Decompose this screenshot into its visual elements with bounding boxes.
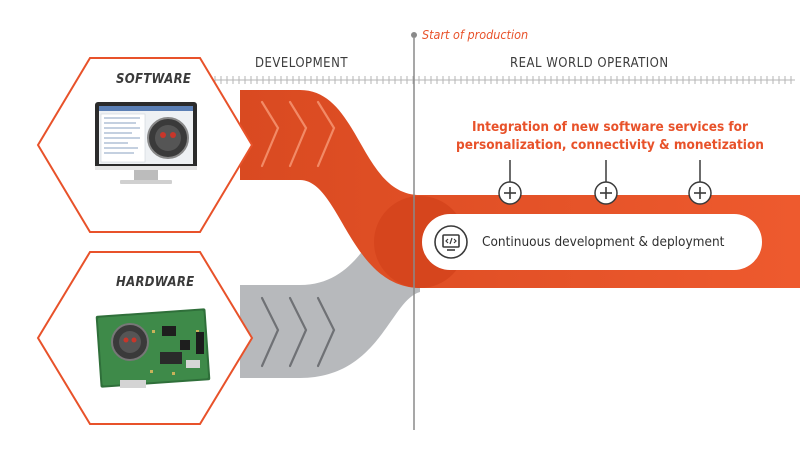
production-marker	[411, 32, 417, 38]
phase-real-world-operation: REAL WORLD OPERATION	[510, 56, 669, 71]
software-chevrons	[260, 100, 336, 168]
continuous-pill	[422, 214, 762, 270]
continuous-label: Continuous development & deployment	[482, 234, 725, 250]
hardware-label: HARDWARE	[116, 275, 195, 290]
circuit-board-icon	[95, 308, 211, 388]
software-label: SOFTWARE	[116, 72, 192, 87]
integration-line-1: Integration of new software services for	[471, 119, 749, 135]
code-refresh-icon	[434, 225, 468, 259]
plus-icon	[594, 160, 618, 205]
hardware-chevrons	[260, 296, 336, 368]
phase-development: DEVELOPMENT	[255, 56, 348, 71]
plus-icon	[688, 160, 712, 205]
integration-line-2: personalization, connectivity & monetiza…	[456, 137, 764, 153]
integration-text: Integration of new software services for…	[440, 118, 780, 154]
start-of-production-label: Start of production	[422, 27, 529, 42]
plus-icon	[498, 160, 522, 205]
computer-monitor-icon	[95, 102, 197, 184]
